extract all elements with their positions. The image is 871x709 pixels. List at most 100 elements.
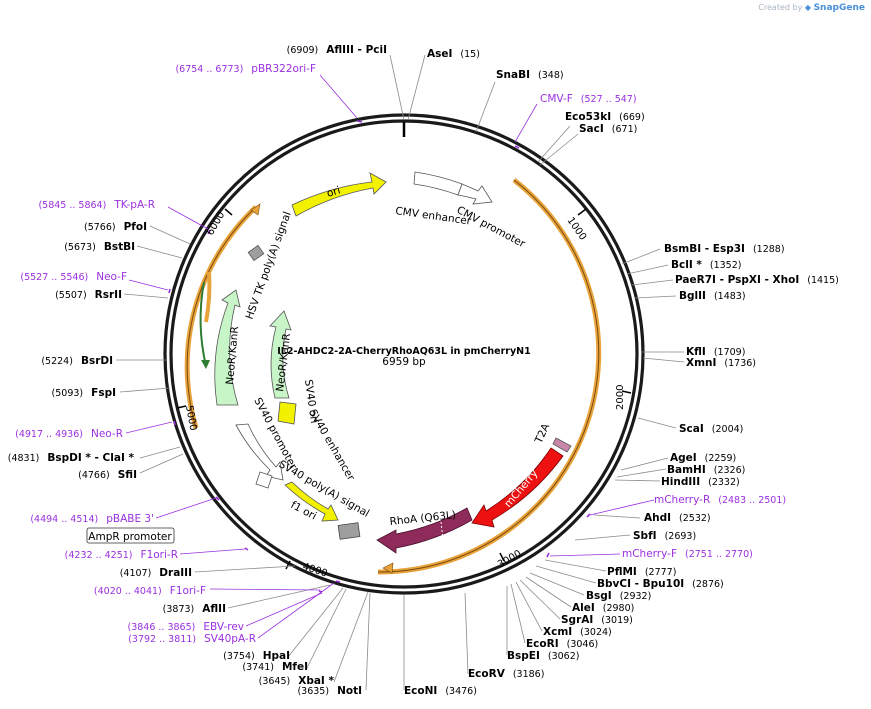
enzyme-site-position: (15) (460, 49, 480, 60)
enzyme-site-name: MfeI (282, 661, 308, 673)
enzyme-site-label-10: XmnI(1736) (686, 357, 756, 369)
enzyme-site-name: ScaI (679, 423, 704, 435)
orf-arcs (184, 178, 602, 575)
enzyme-site-position: (2259) (705, 453, 737, 464)
enzyme-site-label-26: EcoNI (3476) (404, 685, 477, 697)
enzyme-site-name: BstBI (104, 241, 135, 253)
enzyme-site-name: AgeI (670, 452, 697, 464)
enzyme-site-label-28: (3645)XbaI * (259, 675, 335, 687)
ori-label: ori (325, 184, 342, 199)
feature-cmv: CMV enhancer CMV promoter (395, 171, 528, 250)
enzyme-site-name: HpaI (263, 650, 290, 662)
enzyme-site-label-14: HindIII(2332) (661, 476, 740, 488)
enzyme-site-label-3: Eco53kI(669) (565, 111, 645, 123)
enzyme-site-name: BbvCI - Bpu10I (597, 578, 684, 590)
enzyme-site-position: (3476) (445, 686, 477, 697)
plasmid-name: IL2-AHDC2-2A-CherryRhoAQ63L in pmCherryN… (277, 346, 530, 357)
enzyme-site-position: (4831) (8, 453, 40, 464)
enzyme-site-name: PflMI (607, 566, 637, 578)
enzyme-site-name: SnaBI (496, 69, 530, 81)
enzyme-site-name: BclI * (671, 259, 702, 271)
primer-name: F1ori-R (141, 549, 178, 561)
primer-name: Neo-R (91, 428, 123, 440)
primer-label-7: (4020 .. 4041)F1ori-F (94, 585, 206, 597)
primer-label-2: (5845 .. 5864)TK-pA-R (38, 199, 155, 211)
enzyme-site-label-17: PflMI(2777) (607, 566, 676, 578)
feature-ori: ori (291, 172, 387, 217)
primer-position: (2751 .. 2770) (685, 549, 753, 560)
enzyme-site-label-32: (4107)DraIII (120, 567, 192, 579)
enzyme-site-name: HindIII (661, 476, 700, 488)
enzyme-site-position: (2004) (712, 424, 744, 435)
enzyme-site-position: (3741) (242, 662, 274, 673)
enzyme-site-label-37: (5507)RsrII (55, 289, 122, 301)
enzyme-site-position: (2693) (665, 531, 697, 542)
enzyme-site-position: (4766) (78, 470, 110, 481)
enzyme-site-name: PaeR7I - PspXI - XhoI (675, 274, 799, 286)
enzyme-site-position: (2932) (620, 591, 652, 602)
enzyme-site-name: BspDI * - ClaI * (47, 452, 134, 464)
primer-position: (527 .. 547) (581, 94, 637, 105)
enzyme-site-position: (1709) (714, 347, 746, 358)
enzyme-site-position: (3024) (580, 627, 612, 638)
enzyme-site-label-31: (3873)AflII (163, 603, 226, 615)
feature-mcherry: mCherry (471, 447, 564, 528)
primer-position: (4232 .. 4251) (65, 550, 133, 561)
primer-label-9: (3792 .. 3811)SV40pA-R (128, 633, 256, 645)
enzyme-site-label-36: (5224)BsrDI (41, 355, 113, 367)
enzyme-site-label-22: XcmI(3024) (543, 626, 612, 638)
primer-name: CMV-F (540, 93, 573, 105)
enzyme-site-position: (1483) (714, 291, 746, 302)
enzyme-site-name: PfoI (124, 221, 147, 233)
enzyme-site-position: (1736) (724, 358, 756, 369)
enzyme-site-name: EcoNI (404, 685, 437, 697)
enzyme-site-name: EcoRV (468, 668, 506, 680)
backbone-outer-ring (163, 113, 645, 595)
primer-name: Neo-F (96, 271, 127, 283)
enzyme-site-position: (5766) (84, 222, 116, 233)
enzyme-site-name: Eco53kI (565, 111, 611, 123)
enzyme-site-name: BsrDI (81, 355, 113, 367)
primer-position: (5845 .. 5864) (38, 200, 106, 211)
enzyme-site-label-12: AgeI (2259) (670, 452, 736, 464)
primer-position: (4917 .. 4936) (15, 429, 83, 440)
primer-position: (4494 .. 4514) (30, 514, 98, 525)
enzyme-site-name: AleI (572, 602, 595, 614)
credit-brand: SnapGene (813, 3, 865, 13)
enzyme-site-label-9: KflI(1709) (686, 346, 745, 358)
neo-inner-arc (199, 281, 207, 367)
ampr-promoter-callout: AmpR promoter (86, 527, 175, 544)
enzyme-site-name: XbaI * (298, 675, 334, 687)
feature-rhoa: RhoA (Q63L) (376, 507, 473, 554)
credit-prefix: Created by (758, 3, 803, 12)
enzyme-leaders (116, 54, 685, 691)
hsv-tk-label: HSV TK poly(A) signal (244, 210, 294, 321)
enzyme-site-label-38: (5673)BstBI (64, 241, 135, 253)
primer-position: (4020 .. 4041) (94, 586, 162, 597)
enzyme-site-label-35: (5093)FspI (52, 387, 116, 399)
primer-position: (2483 .. 2501) (718, 495, 786, 506)
enzyme-site-name: BsgI (586, 590, 612, 602)
primer-leaders (125, 74, 655, 639)
primer-label-1: CMV-F (527 .. 547) (540, 93, 637, 105)
primer-name: EBV-rev (203, 621, 244, 633)
enzyme-site-position: (3635) (297, 686, 329, 697)
primer-position: (6754 .. 6773) (175, 64, 243, 75)
enzyme-site-label-20: AleI(2980) (572, 602, 634, 614)
primer-position: (5527 .. 5546) (20, 272, 88, 283)
enzyme-site-position: (3019) (601, 615, 633, 626)
enzyme-site-name: SacI (579, 123, 604, 135)
enzyme-site-label-16: SbfI(2693) (633, 530, 696, 542)
tick-label-2000: 2000 (615, 385, 626, 410)
enzyme-site-label-2: SnaBI(348) (496, 69, 564, 81)
enzyme-site-label-33: (4766)SfiI (78, 469, 137, 481)
enzyme-site-position: (6909) (287, 45, 319, 56)
enzyme-site-label-34: (4831) BspDI * - ClaI * (8, 452, 135, 464)
enzyme-site-name: AflIII - PciI (326, 44, 387, 56)
sv40-enhancer-label: SV40 enhancer (306, 408, 357, 484)
enzyme-site-label-21: SgrAI(3019) (561, 614, 633, 626)
enzyme-site-position: (3873) (163, 604, 195, 615)
feature-hsv-tk-polya: HSV TK poly(A) signal (244, 210, 294, 321)
enzyme-site-label-1: AseI(15) (427, 48, 480, 60)
